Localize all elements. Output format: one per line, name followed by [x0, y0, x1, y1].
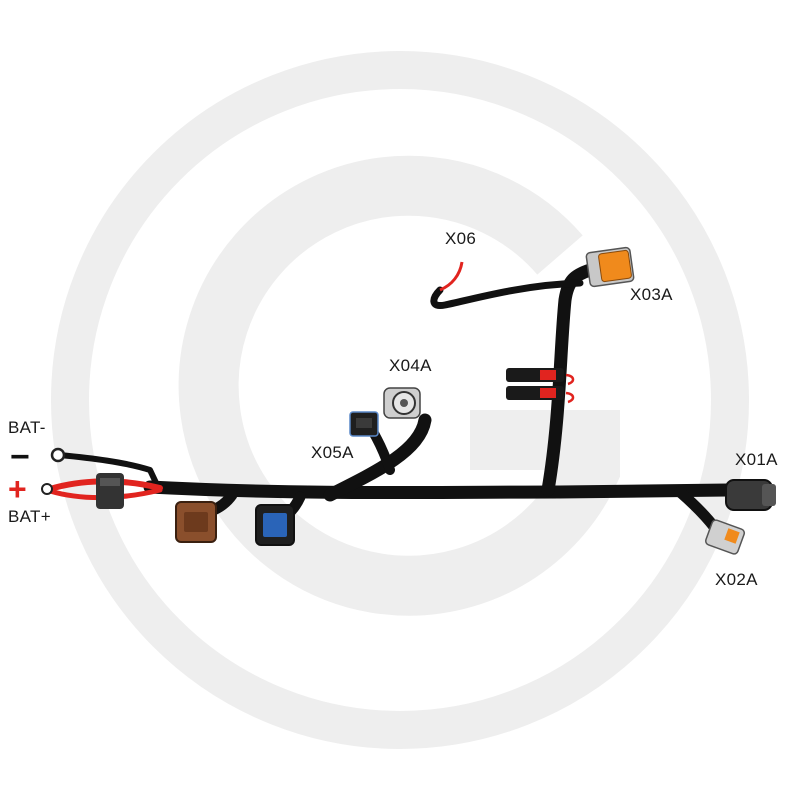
label-x02a: X02A: [715, 570, 758, 589]
inline-fuse-block-icon: [506, 368, 575, 404]
x05a-connector-icon: [349, 411, 379, 437]
blue-connector-icon: [255, 504, 295, 546]
x06-wire-tip: [439, 261, 464, 292]
brown-connector-icon: [175, 501, 217, 543]
label-x04a: X04A: [389, 356, 432, 375]
label-bat-negative: BAT-: [8, 418, 46, 437]
x01a-connector-icon: [725, 479, 776, 511]
bat-positive-ring-terminal-icon: [41, 483, 53, 495]
positive-symbol: +: [8, 471, 27, 507]
negative-symbol: −: [10, 438, 30, 476]
label-x03a: X03A: [630, 285, 673, 304]
x02a-connector-icon: [704, 519, 746, 555]
label-x05a: X05A: [311, 443, 354, 462]
label-x01a: X01A: [735, 450, 778, 469]
bat-positive-lead: [41, 473, 163, 509]
label-x06: X06: [445, 229, 476, 248]
x03a-connector-icon: [585, 246, 635, 288]
label-bat-positive: BAT+: [8, 507, 51, 526]
x04a-connector-icon: [383, 387, 421, 419]
bat-negative-ring-terminal-icon: [50, 447, 66, 463]
g-logo-watermark-icon: [51, 51, 749, 749]
